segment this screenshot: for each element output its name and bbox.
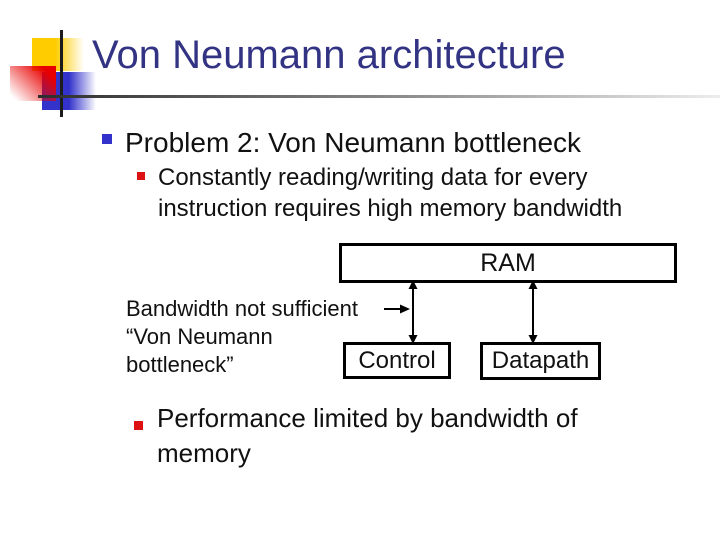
control-box-label: Control bbox=[358, 346, 436, 374]
diagram-control-box: Control bbox=[343, 342, 451, 379]
double-arrow-icon bbox=[528, 280, 538, 344]
bullet-level2-text: Constantly reading/writing data for ever… bbox=[158, 164, 623, 222]
datapath-box-label: Datapath bbox=[491, 347, 590, 374]
double-arrow-icon bbox=[408, 280, 418, 344]
bullet-level1b-text: Performance limited by bandwidth of memo… bbox=[157, 403, 578, 468]
diagram-ram-box: RAM bbox=[339, 243, 677, 283]
logo-yellow-square-icon bbox=[32, 38, 84, 71]
slide-title: Von Neumann architecture bbox=[92, 33, 566, 77]
annotation-line: “Von Neumann bbox=[126, 324, 273, 349]
logo-vertical-line bbox=[60, 30, 63, 117]
bullet-square-icon bbox=[134, 421, 143, 430]
right-arrow-icon bbox=[384, 304, 410, 314]
annotation-line: Bandwidth not sufficient bbox=[126, 296, 358, 321]
diagram-datapath-box: Datapath bbox=[480, 342, 601, 380]
bullet-level1-text: Problem 2: Von Neumann bottleneck bbox=[125, 127, 582, 158]
annotation-line: bottleneck” bbox=[126, 352, 234, 377]
ram-box-label: RAM bbox=[480, 248, 536, 277]
bullet-square-icon bbox=[137, 172, 145, 180]
title-divider-rule bbox=[38, 95, 720, 98]
bullet-square-icon bbox=[102, 134, 112, 144]
bottleneck-annotation: Bandwidth not sufficient “Von Neumann bo… bbox=[126, 295, 358, 379]
